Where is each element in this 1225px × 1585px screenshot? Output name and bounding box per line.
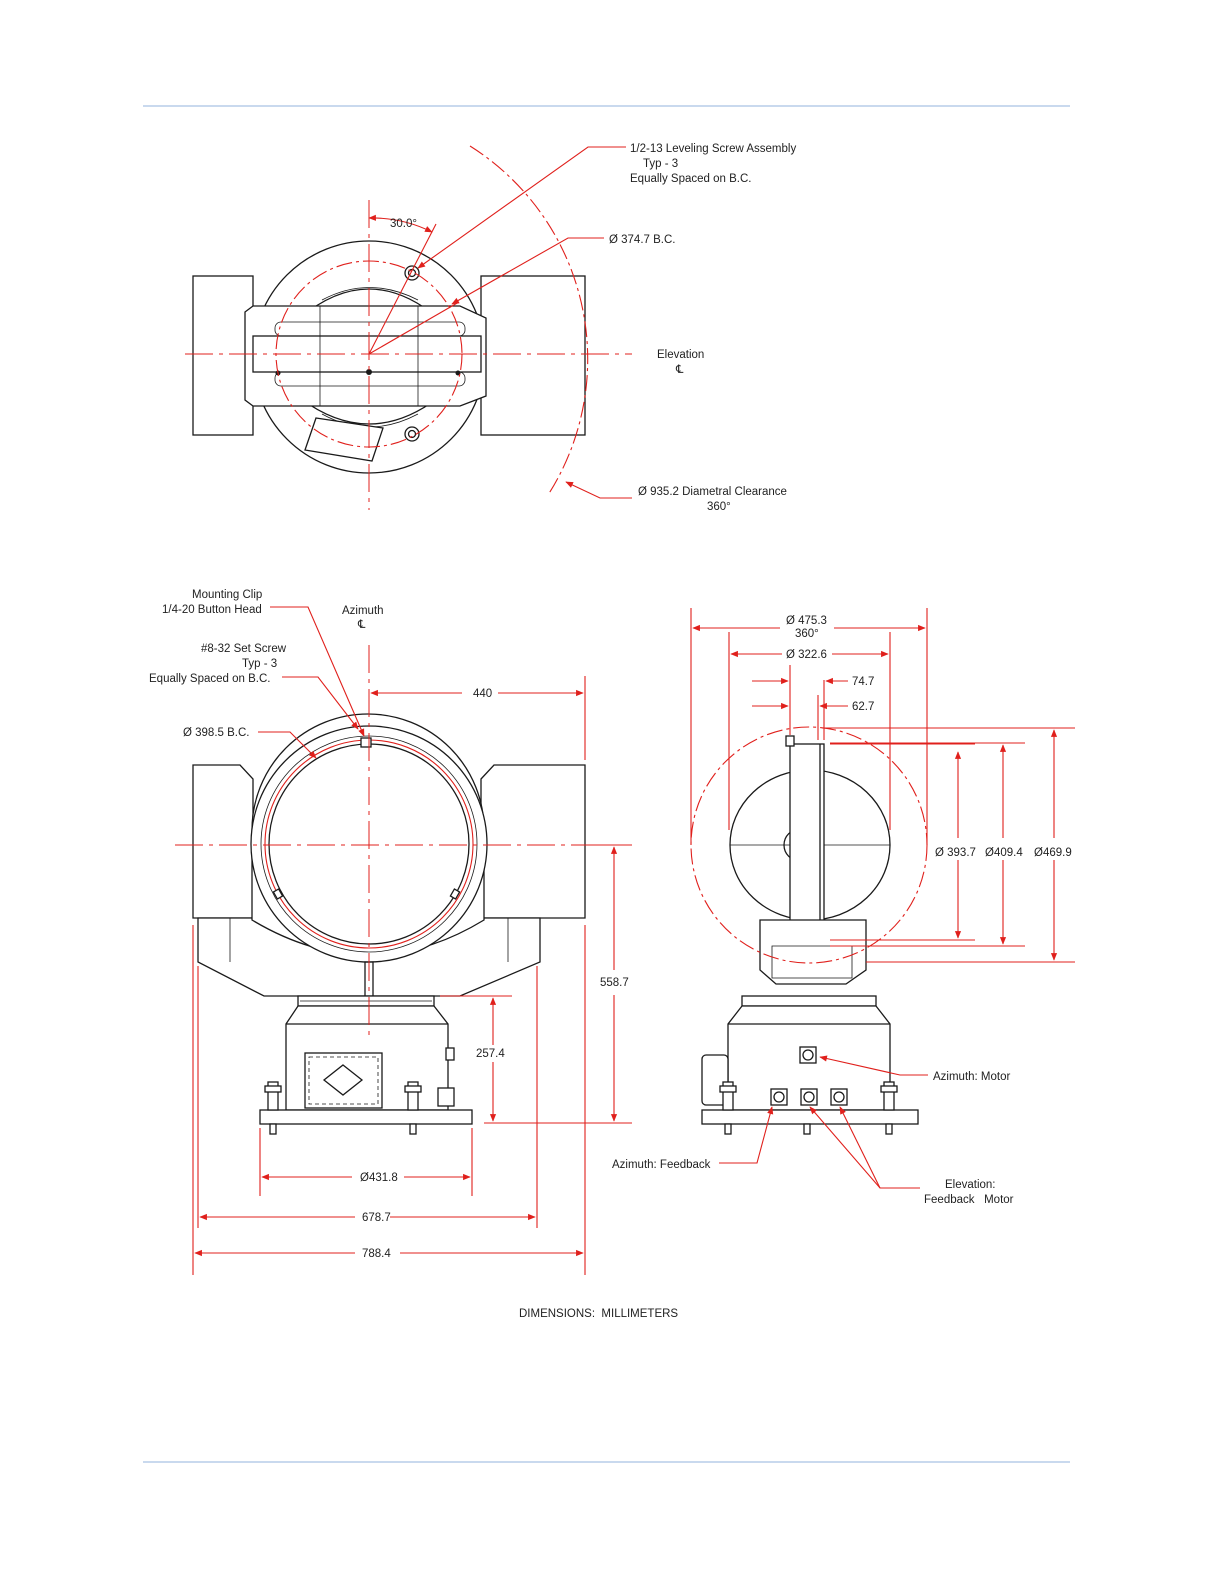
elevation-label: Elevation	[657, 349, 704, 361]
angle-label: 30.0°	[390, 218, 417, 230]
dim-440: 440	[473, 688, 492, 700]
dim-393: Ø 393.7	[935, 847, 976, 859]
leveling-callout-line1: 1/2-13 Leveling Screw Assembly	[630, 143, 796, 155]
dim-74: 74.7	[852, 676, 874, 688]
set-screw-line2: Typ - 3	[242, 658, 277, 670]
dim-678: 678.7	[362, 1212, 391, 1224]
elevation-motor-connector	[830, 1088, 848, 1106]
dim-409: Ø409.4	[985, 847, 1023, 859]
side-view: Ø 475.3 360° Ø 322.6 74.7 62.7 Ø 393.7 Ø…	[612, 608, 1075, 1206]
front-right-housing	[480, 764, 586, 919]
dim-475: Ø 475.3	[786, 615, 827, 627]
dim-475-angle: 360°	[795, 628, 819, 640]
top-view: 1/2-13 Leveling Screw Assembly Typ - 3 E…	[185, 143, 796, 513]
right-housing	[480, 275, 586, 436]
dim-558: 558.7	[600, 977, 629, 989]
elevation-centerline-symbol: ℄	[675, 364, 684, 376]
set-screw-line1: #8-32 Set Screw	[201, 643, 287, 655]
dim-431: Ø431.8	[360, 1172, 398, 1184]
dim-322: Ø 322.6	[786, 649, 827, 661]
side-bottom-plate	[701, 1109, 919, 1125]
elevation-connectors-sublabel: Feedback Motor	[924, 1194, 1014, 1206]
azimuth-motor-label: Azimuth: Motor	[933, 1071, 1010, 1083]
side-leveling-screw-left	[719, 1081, 737, 1135]
elevation-feedback-connector	[800, 1088, 818, 1106]
clearance-angle-label: 360°	[707, 501, 731, 513]
dim-62: 62.7	[852, 701, 874, 713]
clearance-label: Ø 935.2 Diametral Clearance	[638, 486, 787, 498]
front-view: 440 558.7 257.4 Ø431.8 678.7 788.4	[149, 589, 632, 1275]
side-window-plate	[789, 743, 825, 947]
top-bc-label: Ø 374.7 B.C.	[609, 234, 675, 246]
front-leveling-screw-left	[264, 1081, 282, 1135]
connector-bracket	[304, 417, 384, 462]
set-screw-line3: Equally Spaced on B.C.	[149, 673, 270, 685]
dim-257: 257.4	[476, 1048, 505, 1060]
leveling-screw-1	[404, 265, 420, 281]
elevation-connectors-label: Elevation:	[945, 1179, 996, 1191]
azimuth-centerline-symbol: ℄	[357, 619, 366, 631]
label-plate	[304, 1052, 383, 1109]
side-leveling-screw-right	[880, 1081, 898, 1135]
dim-469: Ø469.9	[1034, 847, 1072, 859]
mounting-clip	[360, 737, 372, 748]
bolt-circle	[275, 260, 463, 448]
leveling-callout-line2: Typ - 3	[643, 158, 678, 170]
azimuth-feedback-label: Azimuth: Feedback	[612, 1159, 711, 1171]
arm-bar	[244, 305, 487, 407]
dim-788: 788.4	[362, 1248, 391, 1260]
side-yoke	[759, 919, 867, 985]
front-bottom-plate	[259, 1109, 473, 1125]
leveling-callout-line3: Equally Spaced on B.C.	[630, 173, 751, 185]
mounting-clip-line2: 1/4-20 Button Head	[162, 604, 262, 616]
leveling-screw-2	[404, 426, 420, 442]
clearance-arc	[469, 145, 589, 496]
left-housing	[192, 275, 254, 436]
logo-diamond	[322, 1064, 364, 1096]
front-bc-label: Ø 398.5 B.C.	[183, 727, 249, 739]
units-note: DIMENSIONS: MILLIMETERS	[519, 1308, 678, 1320]
azimuth-motor-connector	[799, 1046, 817, 1064]
azimuth-label: Azimuth	[342, 605, 384, 617]
azimuth-feedback-connector	[770, 1088, 788, 1106]
mounting-clip-line1: Mounting Clip	[192, 589, 262, 601]
front-left-housing	[192, 764, 254, 919]
front-leveling-screw-right	[404, 1081, 422, 1135]
